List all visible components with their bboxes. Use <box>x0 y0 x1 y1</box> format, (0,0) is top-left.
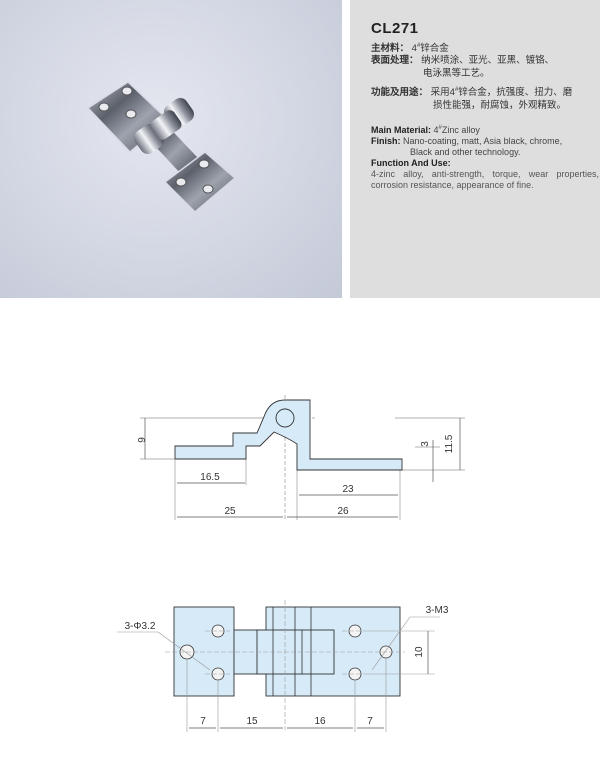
dim-26: 26 <box>337 506 349 517</box>
dim-10: 10 <box>414 646 425 658</box>
dim-3: 3 <box>420 441 431 447</box>
hinge-photo-illustration <box>86 81 237 214</box>
dim-11-5: 11.5 <box>444 434 455 453</box>
en-material-sup: # <box>438 125 442 131</box>
dim-16: 16 <box>314 716 326 727</box>
hinge-side-profile <box>174 399 403 471</box>
label-3-m3: 3-M3 <box>426 605 449 616</box>
dim-25: 25 <box>224 506 236 517</box>
en-finish-label: Finish: <box>371 136 401 146</box>
cn-material: 主材料： 4#锌合金 <box>371 40 449 55</box>
en-material-value: 4 <box>433 125 439 135</box>
en-finish-line1: Nano-coating, matt, Asia black, chrome, <box>403 136 563 146</box>
cn-use-line2: 损性能强，耐腐蚀，外观精致。 <box>433 100 567 112</box>
cn-finish-line2: 电泳黑等工艺。 <box>423 68 490 79</box>
cn-material-value: 4 <box>411 43 417 55</box>
cn-material-label: 主材料： <box>371 43 410 55</box>
pin-hole <box>275 408 295 428</box>
cn-use-label: 功能及用途： <box>371 87 429 99</box>
dim-15: 15 <box>246 716 258 727</box>
cn-finish: 表面处理： 纳米喷涂、亚光、亚黑、镀铬、 电泳黑等工艺。 <box>371 54 554 80</box>
dim-7-right: 7 <box>367 716 373 727</box>
cn-finish-label: 表面处理： <box>371 55 419 66</box>
en-use-label: Function And Use: <box>371 158 451 168</box>
cn-use-line1: 采用4 <box>430 87 455 99</box>
en-material: Main Material: 4#Zinc alloy <box>371 123 599 136</box>
cn-finish-line1: 纳米喷涂、亚光、亚黑、镀铬、 <box>421 55 555 66</box>
en-finish-line2: Black and other technology. <box>410 147 521 157</box>
spec-panel: CL271 主材料： 4#锌合金 表面处理： 纳米喷涂、亚光、亚黑、镀铬、 电泳… <box>350 0 600 298</box>
top-view-drawing: 3-Φ3.2 3-M3 10 7 15 16 7 <box>117 600 449 732</box>
en-use-text: 4-zinc alloy, anti-strength, torque, wea… <box>371 169 599 190</box>
side-view-drawing: 9 3 11.5 16.5 23 25 26 <box>137 395 465 520</box>
model-number: CL271 <box>371 20 419 37</box>
en-specs: Main Material: 4#Zinc alloy Finish: Nano… <box>371 123 599 191</box>
product-photo <box>0 0 342 298</box>
en-material-label: Main Material: <box>371 125 432 135</box>
dim-16-5: 16.5 <box>200 472 220 483</box>
en-material-value-post: Zinc alloy <box>441 125 480 135</box>
en-finish: Finish: Nano-coating, matt, Asia black, … <box>371 136 599 147</box>
cn-material-sup: # <box>416 43 421 49</box>
cn-material-value-post: 锌合金 <box>420 43 449 55</box>
label-3-phi-3-2: 3-Φ3.2 <box>125 621 156 632</box>
cn-use-line1-post: 锌合金，抗强度、扭力、磨 <box>458 87 573 99</box>
cn-use: 功能及用途： 采用4#锌合金，抗强度、扭力、磨 损性能强，耐腐蚀，外观精致。 <box>371 84 572 112</box>
dim-9: 9 <box>137 437 148 443</box>
dim-7-left: 7 <box>200 716 206 727</box>
cn-use-sup: # <box>454 87 459 93</box>
dim-23: 23 <box>342 484 354 495</box>
